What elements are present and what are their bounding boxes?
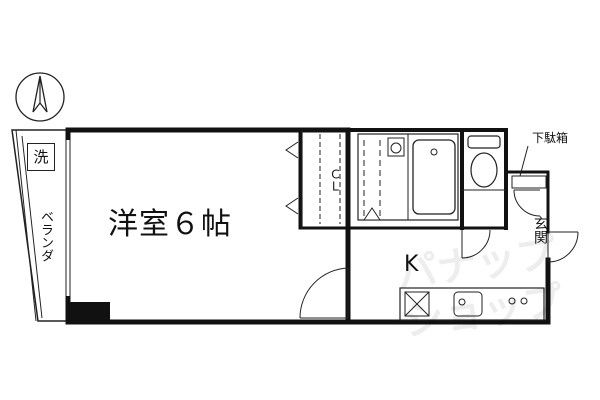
room-label-closet: ＣＬ [328, 168, 342, 192]
label-shoe-box: 下駄箱 [532, 131, 569, 145]
bathroom [357, 133, 459, 221]
washer-icon: 洗 [27, 143, 55, 171]
doors [299, 189, 579, 319]
label-entrance: 玄関 [532, 216, 548, 244]
room-label-western: 洋室６帖 [108, 207, 232, 242]
window [65, 140, 71, 296]
shoe-box [511, 145, 547, 189]
label-veranda: ベランダ [38, 210, 53, 262]
kitchen-counter [399, 287, 545, 321]
pillar [70, 302, 110, 322]
closet [285, 130, 341, 228]
compass-icon [15, 72, 65, 122]
toilet-icon [462, 135, 506, 191]
room-label-kitchen: K [404, 252, 419, 277]
